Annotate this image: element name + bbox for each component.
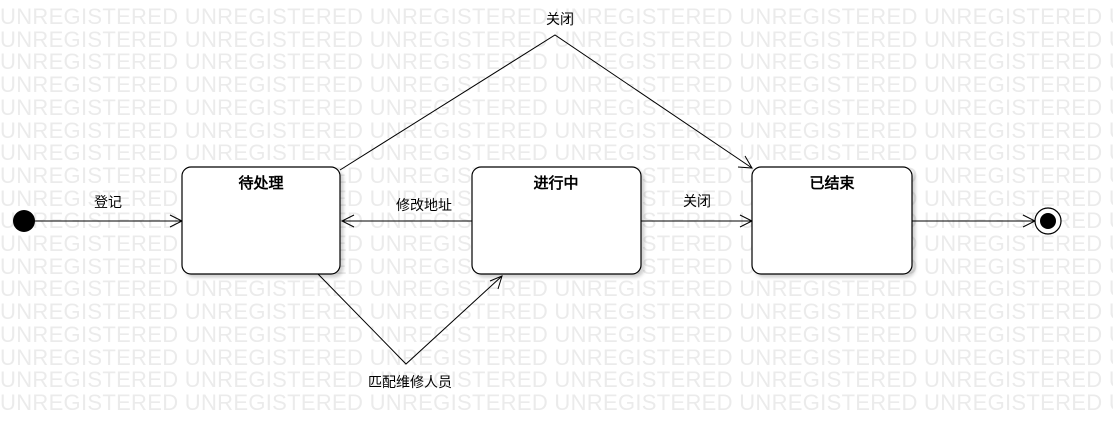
transition-assign-repairer[interactable]	[317, 273, 503, 365]
transition-close-right[interactable]	[641, 214, 754, 228]
transition-close-top-label: 关闭	[546, 12, 574, 28]
state-pending-label: 待处理	[238, 174, 283, 192]
transition-assign-repairer-label: 匹配维修人员	[368, 375, 452, 391]
transition-to-final[interactable]	[912, 214, 1037, 228]
transition-register-label: 登记	[94, 195, 122, 211]
transition-modify-address[interactable]	[340, 214, 472, 228]
transition-close-top[interactable]	[339, 34, 753, 171]
state-in-progress[interactable]: 进行中	[471, 166, 642, 275]
initial-state-dot-icon	[13, 210, 35, 232]
state-pending[interactable]: 待处理	[181, 166, 341, 275]
transition-modify-address-label: 修改地址	[396, 198, 452, 214]
state-in-progress-label: 进行中	[533, 174, 578, 192]
final-state-bullseye-icon	[1034, 207, 1062, 235]
state-ended[interactable]: 已结束	[751, 166, 913, 275]
transition-register[interactable]	[30, 214, 184, 228]
transition-close-right-label: 关闭	[683, 194, 711, 210]
state-ended-label: 已结束	[809, 174, 855, 192]
